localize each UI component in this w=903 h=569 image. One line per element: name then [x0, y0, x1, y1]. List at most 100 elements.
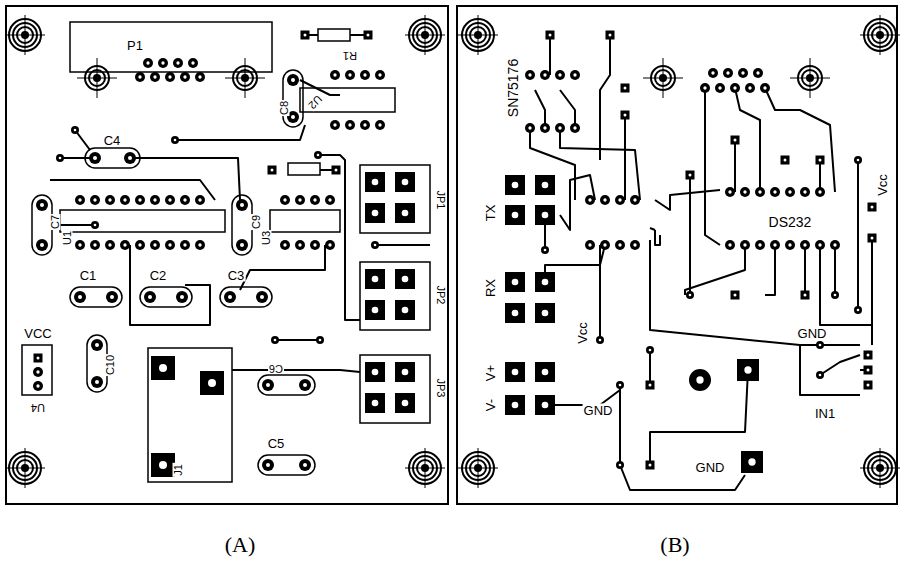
round-pad: [188, 58, 198, 68]
round-pad: [715, 83, 725, 93]
square-pad: [395, 203, 415, 223]
round-pad: [375, 120, 385, 130]
round-pad: [816, 371, 824, 379]
round-pad: [176, 291, 188, 303]
silkscreen-label: U3: [261, 230, 272, 246]
round-pad: [600, 240, 610, 250]
copper-trace: [318, 155, 360, 320]
square-pad: [395, 300, 415, 320]
panel-caption: (A): [224, 534, 257, 556]
copper-trace: [655, 230, 660, 245]
capacitor-outline: [140, 287, 192, 307]
capacitor-outline: [232, 195, 252, 255]
round-pad: [785, 187, 795, 197]
round-pad: [135, 240, 145, 250]
capacitor-outline: [220, 287, 272, 307]
square-pad: [151, 356, 175, 380]
square-pad: [395, 393, 415, 413]
round-pad: [150, 72, 160, 82]
round-pad: [224, 291, 236, 303]
copper-trace: [689, 175, 691, 295]
silkscreen-label: P1: [126, 39, 144, 52]
copper-trace: [599, 245, 601, 340]
round-pad: [120, 195, 130, 205]
copper-trace: [649, 350, 651, 385]
square-pad: [731, 136, 740, 145]
silkscreen-label: Vcc: [576, 321, 589, 345]
copper-trace: [619, 385, 621, 465]
round-pad: [555, 123, 565, 133]
silkscreen-label: C8: [279, 100, 290, 116]
silkscreen-label: TX: [484, 204, 497, 223]
board-edge: [457, 6, 897, 504]
square-pad: [535, 303, 555, 323]
round-pad: [271, 336, 279, 344]
copper-trace: [820, 245, 872, 345]
connector-outline: [70, 22, 272, 72]
silkscreen-label: C6: [268, 363, 284, 374]
round-pad: [295, 240, 305, 250]
silkscreen-label: C1: [79, 269, 98, 282]
copper-trace: [800, 345, 860, 395]
round-pad: [89, 152, 101, 164]
copper-trace: [240, 245, 325, 290]
round-pad: [830, 240, 840, 250]
round-pad: [541, 246, 549, 254]
ic-outline: [300, 88, 395, 112]
copper-trace: [685, 245, 745, 295]
silkscreen-label: RX: [484, 278, 497, 298]
round-pad: [770, 240, 780, 250]
square-pad: [301, 31, 310, 40]
mounting-hole: [458, 448, 498, 488]
round-pad: [555, 70, 565, 80]
square-pad: [505, 272, 525, 292]
jumper-outline: [360, 355, 430, 423]
round-pad: [330, 120, 340, 130]
round-pad: [540, 123, 550, 133]
round-pad: [525, 123, 535, 133]
round-pad: [615, 195, 625, 205]
round-pad: [105, 195, 115, 205]
silkscreen-label: V+: [484, 364, 497, 382]
silkscreen-label: U2: [305, 92, 324, 111]
round-pad: [75, 240, 85, 250]
mounting-hole: [225, 58, 265, 98]
square-pad: [34, 354, 43, 363]
round-pad: [150, 240, 160, 250]
mounting-hole: [643, 58, 683, 98]
round-pad: [90, 195, 100, 205]
square-pad: [621, 84, 630, 93]
round-pad: [165, 240, 175, 250]
square-pad: [365, 269, 385, 289]
silkscreen-label: R1: [342, 50, 358, 61]
mounting-hole: [405, 15, 445, 55]
square-pad: [535, 395, 555, 415]
square-pad: [268, 166, 277, 175]
silkscreen-label: SN75176: [506, 58, 520, 118]
square-pad: [505, 205, 525, 225]
square-pad: [686, 171, 695, 180]
capacitor-outline: [258, 455, 315, 475]
round-pad: [345, 120, 355, 130]
round-pad: [816, 341, 824, 349]
round-pad: [689, 369, 711, 391]
silkscreen-label: GND: [583, 404, 614, 417]
silkscreen-label: JP1: [435, 190, 446, 211]
silkscreen-label: C5: [267, 437, 286, 450]
copper-trace: [620, 465, 745, 490]
round-pad: [310, 195, 320, 205]
round-pad: [105, 240, 115, 250]
capacitor-outline: [283, 70, 303, 127]
copper-trace: [535, 90, 545, 128]
silkscreen-label: Vcc: [876, 173, 889, 197]
silkscreen-label: C2: [149, 269, 168, 282]
round-pad: [180, 72, 190, 82]
mounting-hole: [405, 448, 445, 488]
round-pad: [236, 199, 248, 211]
mounting-hole: [458, 15, 498, 55]
silkscreen-label: U4: [30, 402, 46, 413]
round-pad: [616, 461, 624, 469]
round-pad: [56, 154, 64, 162]
